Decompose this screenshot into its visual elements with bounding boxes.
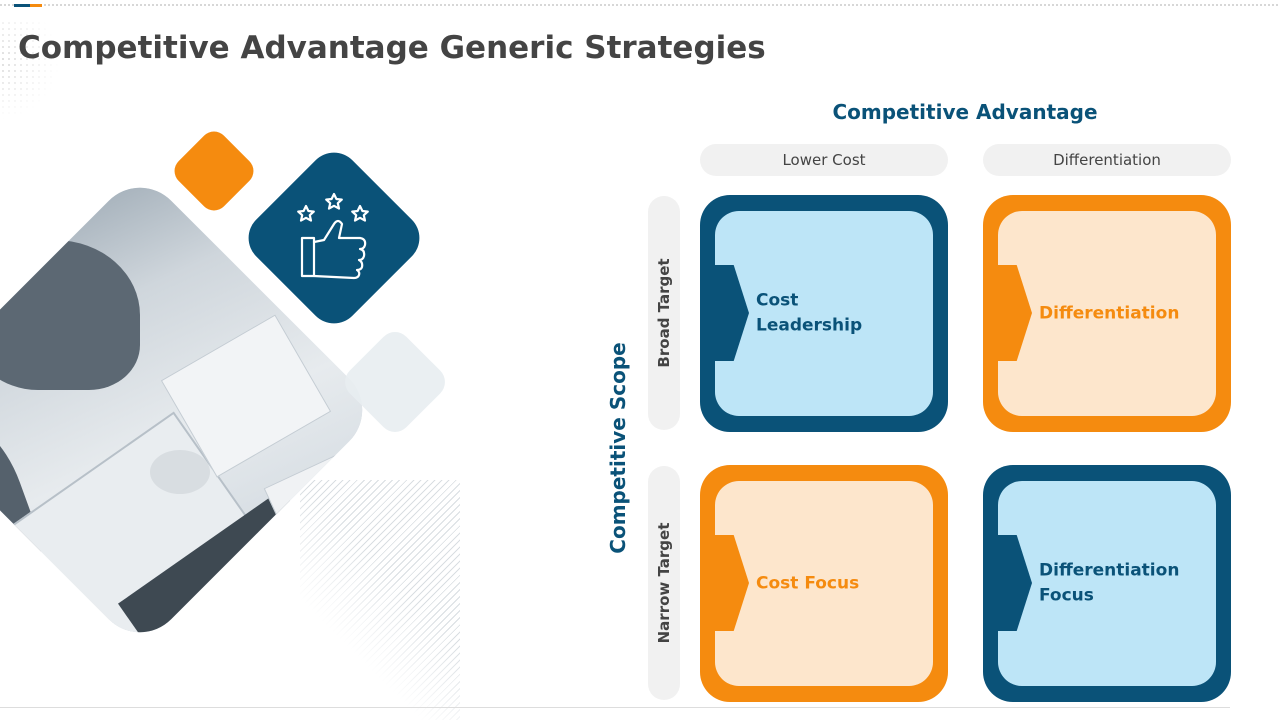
cell-text-line: Focus bbox=[1039, 585, 1094, 606]
cell-text-line: Leadership bbox=[756, 315, 863, 336]
cell-cost-leadership: Cost Leadership bbox=[700, 195, 948, 432]
cell-text: Differentiation Focus bbox=[1039, 558, 1217, 609]
row-label-broad-target: Broad Target bbox=[655, 258, 673, 368]
cell-inner-fill bbox=[715, 211, 933, 416]
column-header-lower-cost: Lower Cost bbox=[700, 144, 948, 176]
photo-hand bbox=[150, 450, 211, 494]
row-header-broad-target: Broad Target bbox=[648, 196, 680, 430]
top-accent-orange bbox=[30, 4, 42, 7]
cell-inner-fill bbox=[998, 481, 1216, 686]
diagonal-stripe-pattern bbox=[300, 480, 460, 720]
competitive-advantage-heading: Competitive Advantage bbox=[832, 100, 1098, 124]
row-label-narrow-target: Narrow Target bbox=[655, 522, 673, 644]
thumbs-up-icon bbox=[297, 192, 369, 280]
cell-text-line: Differentiation bbox=[1039, 302, 1180, 323]
row-header-narrow-target: Narrow Target bbox=[648, 466, 680, 700]
cell-text-line: Differentiation bbox=[1039, 560, 1180, 580]
photo-person-suit bbox=[0, 240, 140, 390]
cell-differentiation-focus: Differentiation Focus bbox=[983, 465, 1231, 702]
bottom-rule bbox=[0, 707, 1230, 708]
cell-inner-fill bbox=[998, 211, 1216, 416]
corner-dot-pattern bbox=[0, 20, 60, 120]
competitive-scope-label: Competitive Scope bbox=[606, 342, 630, 554]
cell-text: Cost Leadership bbox=[756, 288, 934, 339]
orange-diamond bbox=[168, 125, 260, 217]
cell-differentiation: Differentiation bbox=[983, 195, 1231, 432]
cell-text-line: Cost Focus bbox=[756, 572, 860, 593]
cell-cost-focus: Cost Focus bbox=[700, 465, 948, 702]
column-header-differentiation: Differentiation bbox=[983, 144, 1231, 176]
top-accent-blue bbox=[14, 4, 30, 7]
cell-inner-fill bbox=[715, 481, 933, 686]
cell-text-line: Cost bbox=[756, 290, 799, 310]
cell-text: Differentiation bbox=[1039, 301, 1217, 327]
cell-text: Cost Focus bbox=[756, 571, 934, 597]
top-dotted-rule bbox=[0, 4, 1280, 6]
page-title: Competitive Advantage Generic Strategies bbox=[18, 30, 766, 66]
